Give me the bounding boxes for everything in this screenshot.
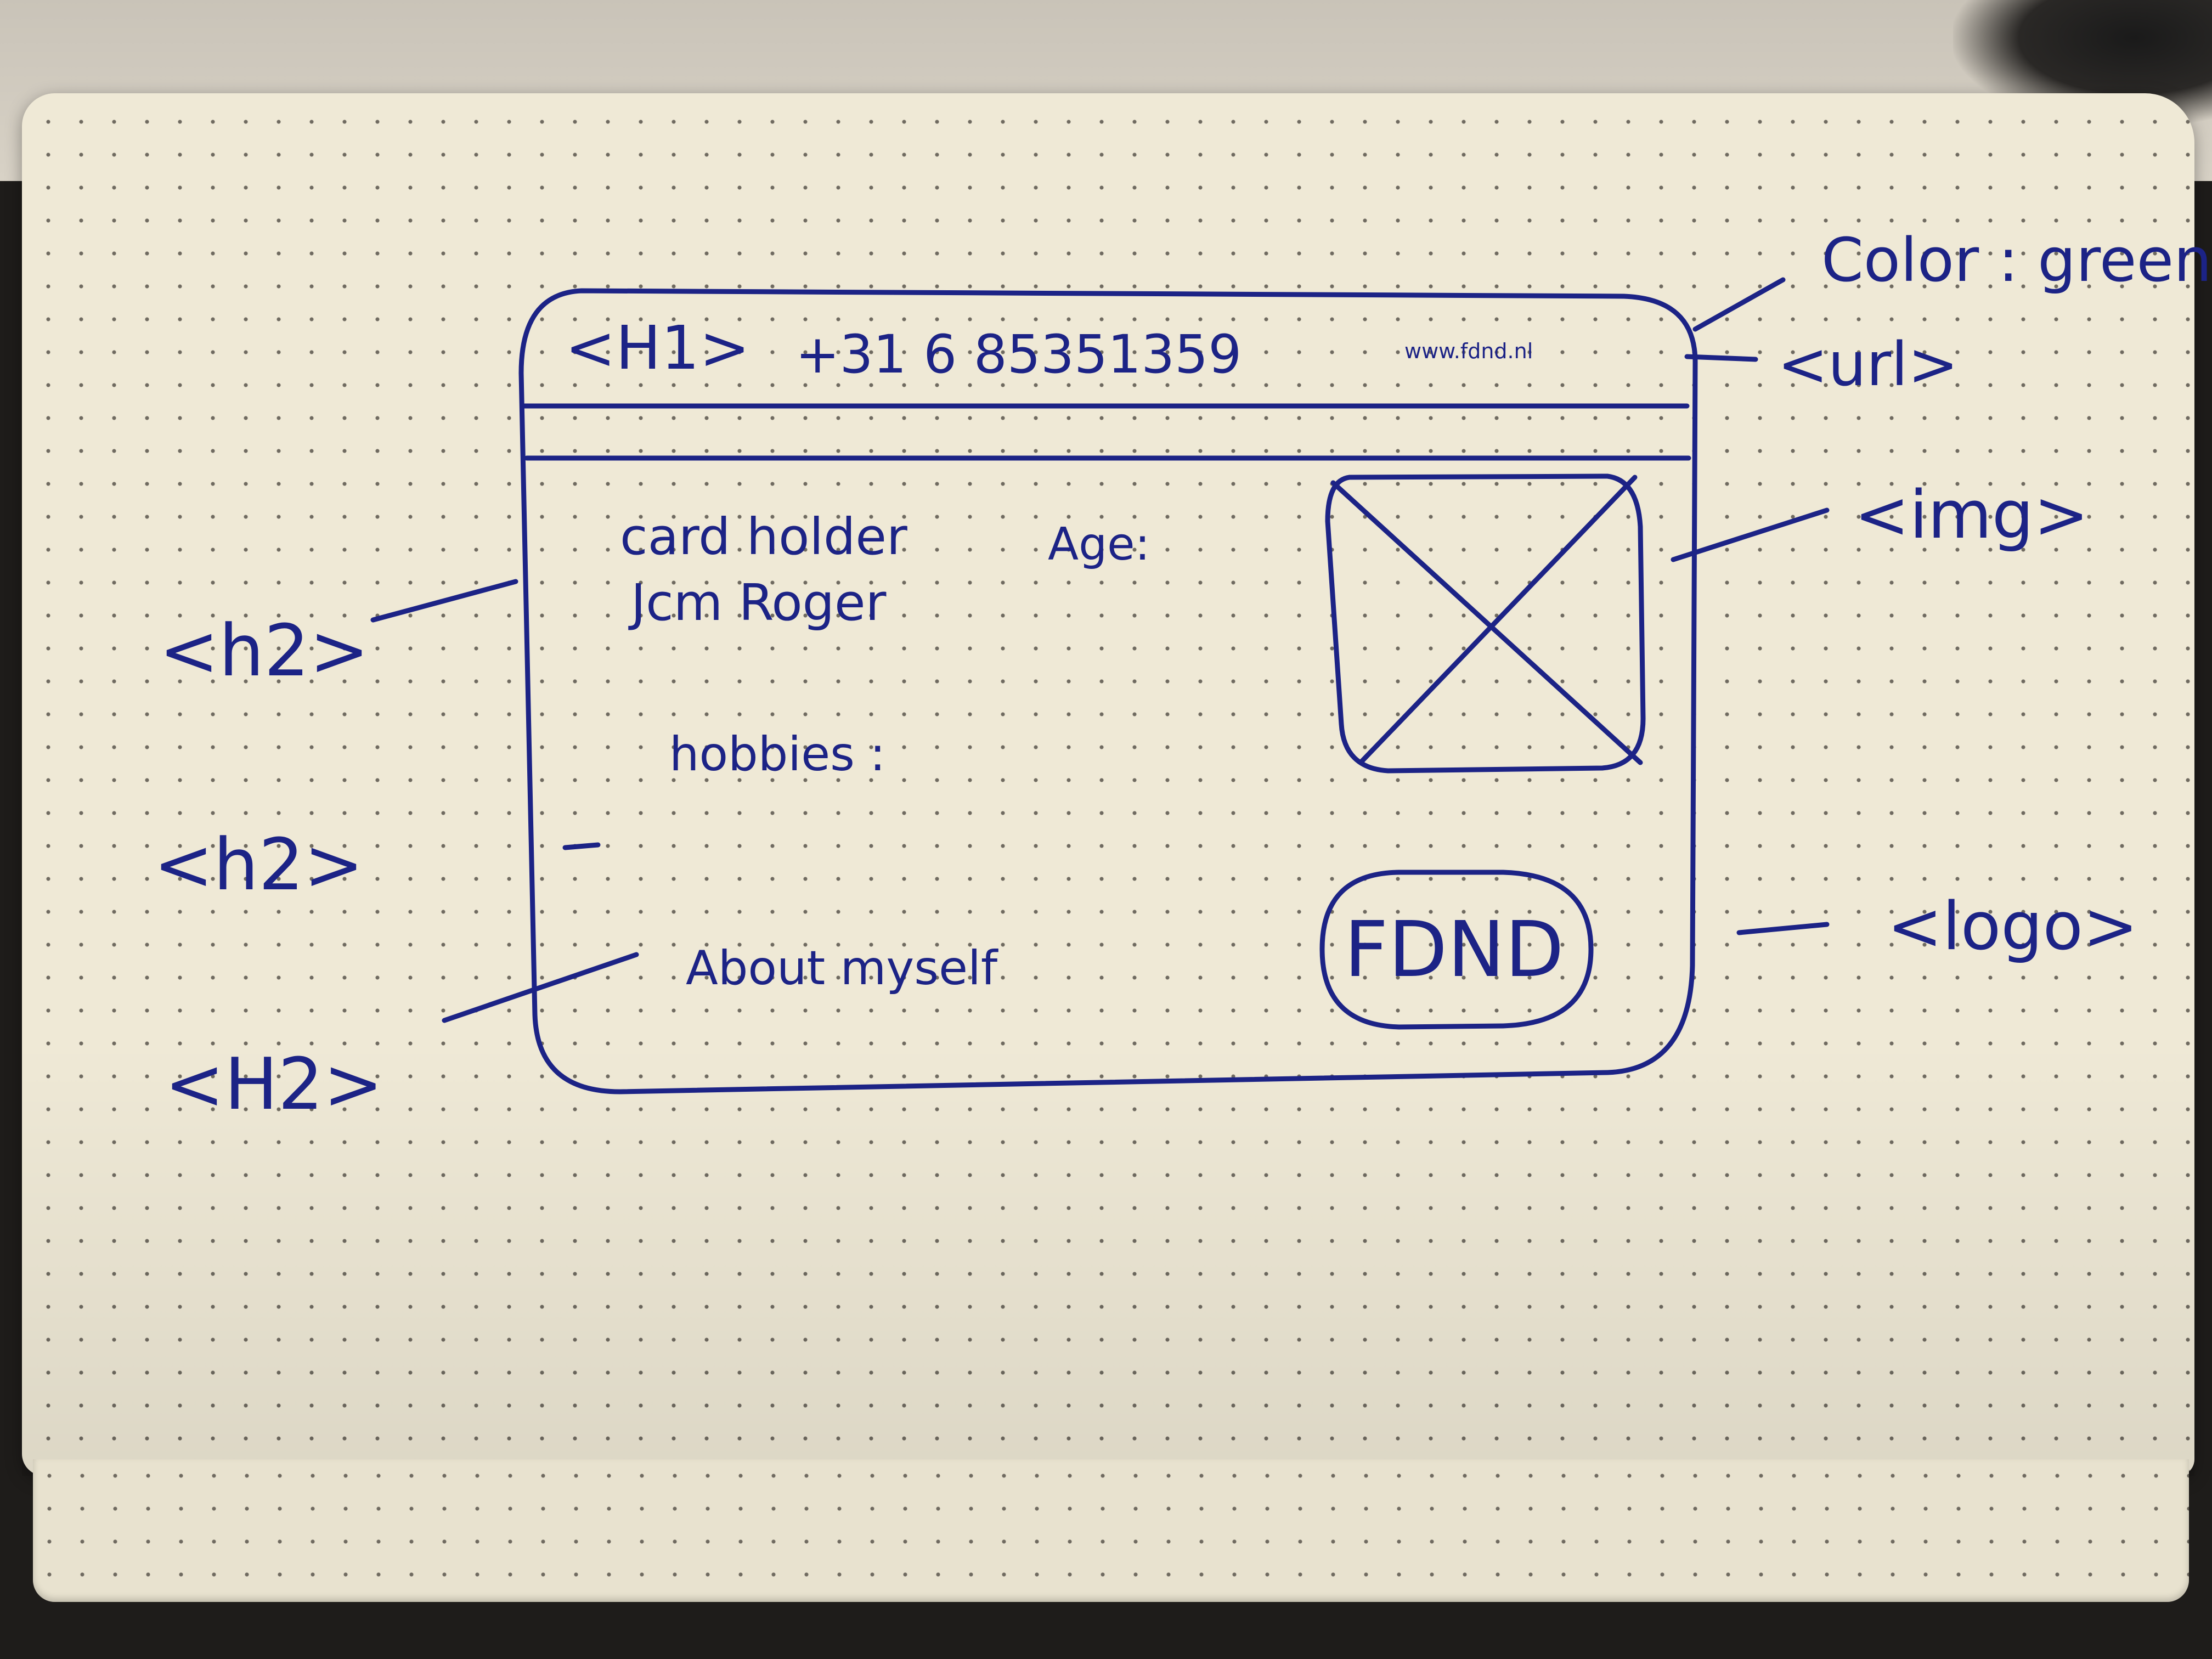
header-url: www.fdnd.nl (1404, 339, 1533, 363)
cardholder-label: card holder (620, 507, 907, 566)
annotation-color: Color : green (1821, 225, 2212, 295)
annotation-logo-tag: <logo> (1887, 889, 2138, 965)
leader-line-img (1671, 507, 1830, 562)
annotation-h2-first: <h2> (159, 609, 369, 692)
cardholder-name: Jcm Roger (631, 573, 887, 632)
logo-pill (1319, 870, 1594, 1030)
leader-line-h2-2 (562, 842, 601, 850)
image-placeholder-cross-1 (1330, 480, 1643, 765)
card-outline (518, 288, 1698, 1094)
annotation-h2-third: <H2> (165, 1042, 383, 1126)
hobbies-label: hobbies : (669, 727, 886, 782)
image-placeholder-cross-2 (1358, 475, 1638, 765)
leader-line-url (1684, 354, 1758, 362)
leader-line-color (1692, 277, 1786, 332)
leader-line-h2-1 (370, 579, 518, 623)
annotation-url-tag: <url> (1778, 329, 1959, 399)
header-phone-number: +31 6 85351359 (795, 324, 1242, 385)
leader-line-h2-3 (442, 952, 639, 1023)
annotation-h2-second: <h2> (154, 823, 364, 906)
notebook-page-fold (33, 1459, 2189, 1602)
logo-text: FDND (1344, 905, 1564, 995)
page-shadow (22, 1042, 2194, 1476)
annotation-img-tag: <img> (1854, 477, 2089, 554)
header-h1-tag: <H1> (565, 313, 751, 383)
notebook-page (22, 93, 2194, 1476)
leader-line-logo (1736, 922, 1830, 935)
age-label: Age: (1048, 518, 1150, 571)
about-myself-label: About myself (686, 941, 998, 996)
image-placeholder-box (1325, 473, 1646, 774)
